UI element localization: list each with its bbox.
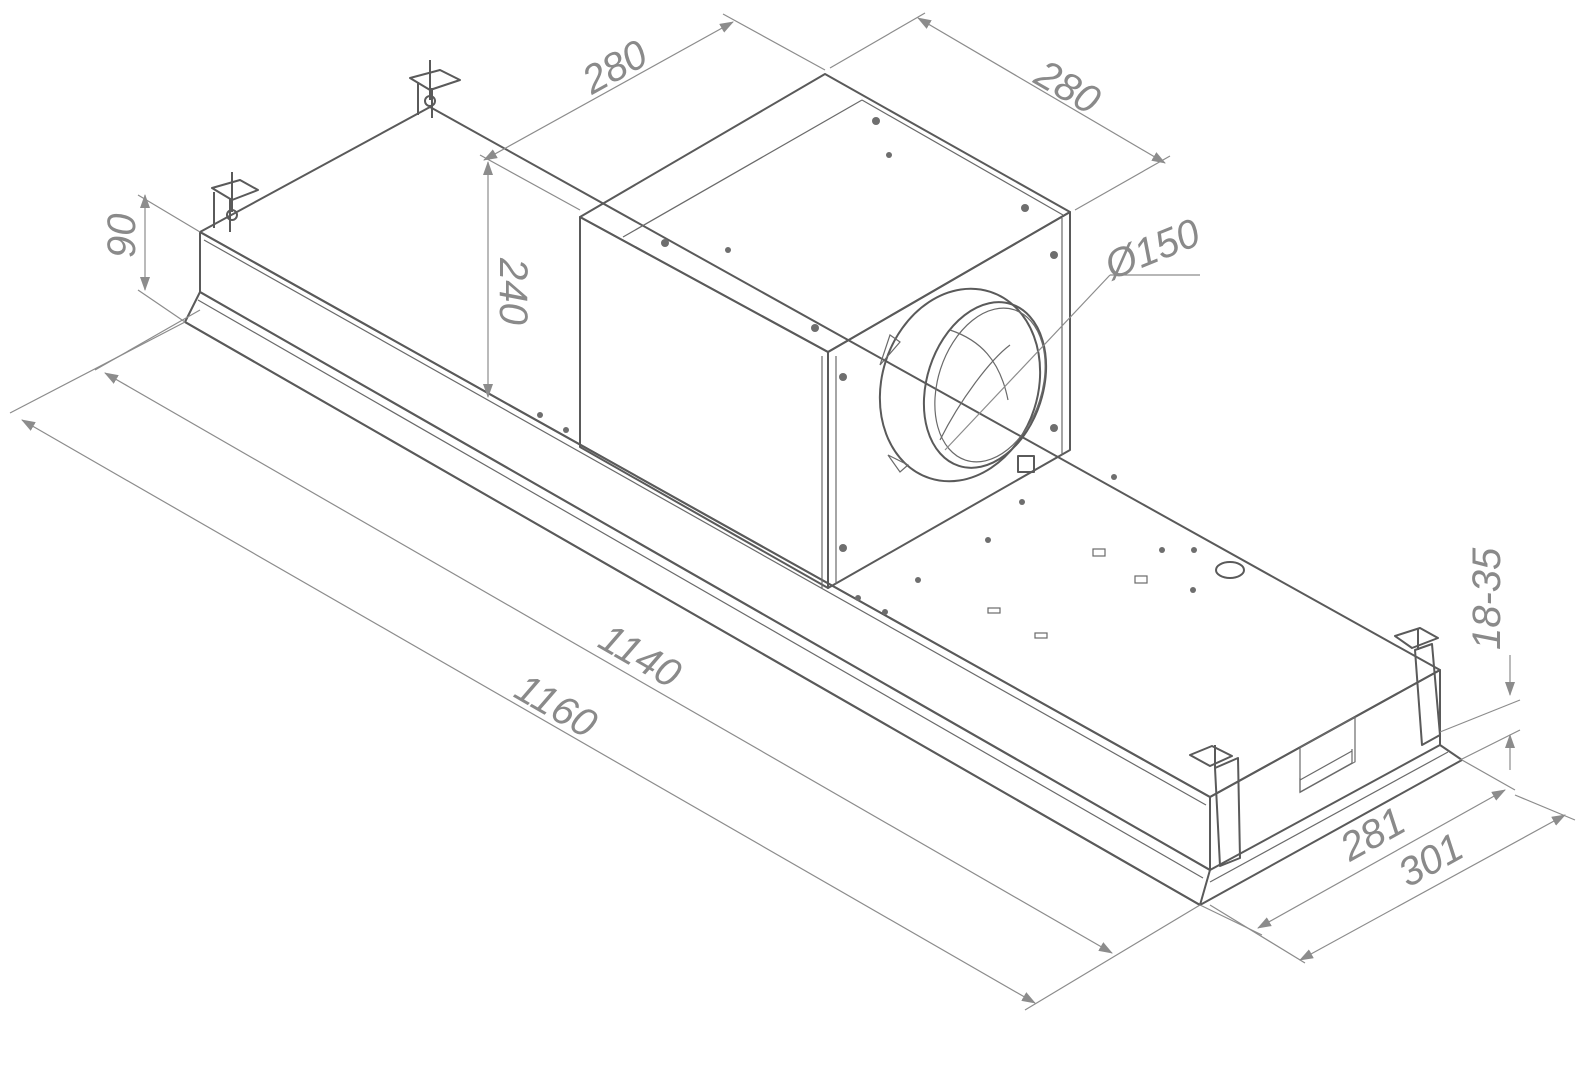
hood-body <box>199 106 1441 871</box>
dim-ceiling-thickness: 18-35 <box>1465 547 1509 650</box>
dim-height-total: 240 <box>491 257 535 325</box>
dim-length-inner: 1140 <box>592 616 688 697</box>
mounting-bracket-back-left <box>409 60 461 118</box>
ceiling-frame <box>184 291 1463 906</box>
dim-body-height: 90 <box>100 214 144 259</box>
dim-length-outer: 1160 <box>508 666 604 747</box>
mounting-bracket-front-left <box>211 172 259 232</box>
motor-box <box>579 73 1071 589</box>
dimension-lines <box>9 12 1576 1011</box>
mounting-bracket-back-right <box>1394 627 1441 746</box>
dim-motor-width: 280 <box>574 32 655 103</box>
duct-outlet <box>878 287 1048 483</box>
mounting-bracket-front-right <box>1189 745 1241 867</box>
mounting-holes <box>537 117 1245 639</box>
dim-duct-diameter: Ø150 <box>1097 211 1206 289</box>
dim-motor-depth: 280 <box>1027 51 1108 123</box>
